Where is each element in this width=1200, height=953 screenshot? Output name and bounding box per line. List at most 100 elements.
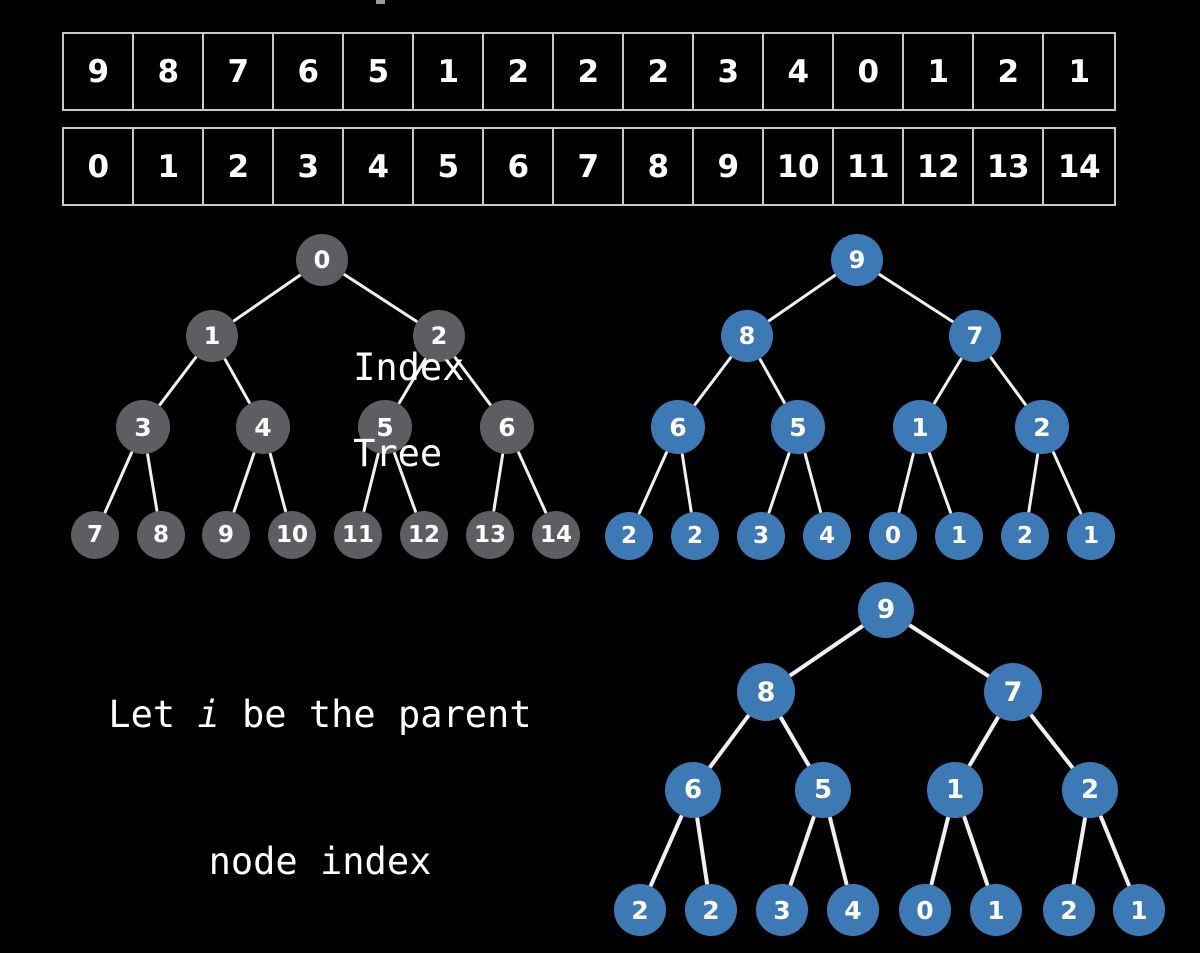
value-tree-bottom-node: 0 bbox=[899, 884, 951, 936]
value-tree-top-node: 7 bbox=[949, 310, 1001, 362]
value-tree-bottom-node: 8 bbox=[737, 663, 795, 721]
value-tree-bottom-node: 3 bbox=[756, 884, 808, 936]
value-tree-bottom-edge bbox=[1029, 713, 1075, 770]
value-tree-bottom-edge bbox=[908, 623, 990, 678]
index-array-cell: 4 bbox=[344, 129, 414, 204]
index-tree-node: 1 bbox=[186, 310, 238, 362]
index-tree-edge bbox=[362, 452, 380, 513]
value-tree-top-edge bbox=[927, 451, 953, 514]
value-tree-top-node: 6 bbox=[651, 400, 705, 454]
index-array-cell: 12 bbox=[904, 129, 974, 204]
index-tree-node: 0 bbox=[296, 234, 348, 286]
index-tree-node: 11 bbox=[334, 511, 382, 559]
value-tree-bottom-node: 2 bbox=[685, 884, 737, 936]
value-array-cell: 1 bbox=[1068, 53, 1090, 90]
value-array-cell: 6 bbox=[274, 34, 344, 109]
value-tree-top-edge bbox=[989, 356, 1027, 406]
value-tree-top-edge bbox=[767, 273, 837, 323]
value-tree-top-node: 0 bbox=[869, 512, 917, 560]
value-tree-top-node: 2 bbox=[1015, 400, 1069, 454]
index-tree-edge bbox=[232, 273, 302, 323]
index-array-cell: 3 bbox=[274, 129, 344, 204]
value-tree-top-edge bbox=[693, 356, 733, 407]
value-tree-bottom-node: 7 bbox=[984, 663, 1042, 721]
value-tree-top-edge bbox=[932, 357, 963, 405]
index-array-cell: 5 bbox=[414, 129, 484, 204]
index-array-cell: 1 bbox=[134, 129, 204, 204]
value-tree-top-node: 3 bbox=[737, 512, 785, 560]
value-tree-top-edge bbox=[637, 451, 669, 515]
value-array-cell: 7 bbox=[204, 34, 274, 109]
index-tree-edge bbox=[393, 451, 418, 513]
index-array-cell: 9 bbox=[694, 129, 764, 204]
value-tree-top-edge bbox=[1027, 453, 1040, 513]
index-tree-edge bbox=[232, 451, 256, 513]
value-tree-top-node: 1 bbox=[1067, 512, 1115, 560]
value-tree-bottom-edge bbox=[828, 816, 849, 886]
value-array-cell: 4 bbox=[764, 34, 834, 109]
value-tree-top-edge bbox=[897, 452, 915, 514]
index-tree-node: 13 bbox=[466, 511, 514, 559]
index-array-cell: 13 bbox=[974, 129, 1044, 204]
value-tree-bottom-edge bbox=[1071, 816, 1088, 886]
explainer-text-block: Let i be the parent node index Left chil… bbox=[0, 592, 640, 953]
value-tree-bottom-node: 6 bbox=[665, 762, 721, 818]
index-array-cell: 10 bbox=[764, 129, 834, 204]
value-array-cell: 0 bbox=[834, 34, 904, 109]
value-tree-bottom-edge bbox=[695, 816, 709, 886]
value-tree-top-node: 8 bbox=[721, 310, 773, 362]
index-tree-edge bbox=[268, 452, 288, 513]
value-tree-bottom-node: 1 bbox=[970, 884, 1022, 936]
value-tree-top-node: 2 bbox=[605, 512, 653, 560]
value-tree-bottom-edge bbox=[788, 815, 816, 887]
index-tree-label-line2: Tree bbox=[353, 432, 443, 475]
value-tree-top-node: 2 bbox=[671, 512, 719, 560]
cropped-top-artifact bbox=[376, 0, 385, 4]
index-array-cell: 11 bbox=[834, 129, 904, 204]
index-tree-edge bbox=[223, 358, 251, 405]
index-tree-node: 9 bbox=[202, 511, 250, 559]
index-tree-edge bbox=[453, 356, 492, 407]
value-tree-bottom-edge bbox=[708, 714, 751, 769]
value-array-cell: 2 bbox=[554, 34, 624, 109]
index-tree-edges bbox=[103, 273, 548, 514]
value-tree-bottom-node: 1 bbox=[927, 762, 983, 818]
value-tree-top-edge bbox=[1051, 451, 1083, 515]
value-array-cell: 1 bbox=[904, 34, 974, 109]
value-tree-top-edge bbox=[878, 273, 954, 323]
value-tree-bottom-node: 9 bbox=[858, 582, 914, 638]
value-tree-top-node: 2 bbox=[1001, 512, 1049, 560]
value-tree-top-edges bbox=[637, 273, 1083, 515]
value-tree-bottom-node: 2 bbox=[614, 884, 666, 936]
value-array-cell: 5 bbox=[344, 34, 414, 109]
value-tree-bottom-node: 1 bbox=[1113, 884, 1165, 936]
value-array-cell: 9 bbox=[64, 34, 134, 109]
value-tree-bottom-edge bbox=[962, 815, 990, 887]
value-tree-bottom-node: 5 bbox=[795, 762, 851, 818]
index-array-cell: 14 bbox=[1057, 148, 1101, 185]
index-tree-node: 2 bbox=[413, 310, 465, 362]
explainer-line-1: Let i be the parent bbox=[0, 690, 640, 739]
value-tree-bottom-edge bbox=[1098, 814, 1131, 888]
index-tree-edge bbox=[397, 357, 427, 405]
index-tree-edge bbox=[343, 273, 418, 323]
index-tree-edge bbox=[517, 450, 548, 514]
value-tree-top-edge bbox=[758, 358, 786, 405]
value-tree-bottom-edge bbox=[967, 715, 1000, 768]
index-array-cell: 6 bbox=[484, 129, 554, 204]
explainer-line-2: node index bbox=[208, 840, 432, 883]
index-tree-label-line1: Index bbox=[353, 346, 465, 389]
index-tree-node: 10 bbox=[268, 511, 316, 559]
index-array-cell: 7 bbox=[554, 129, 624, 204]
value-tree-top-edge bbox=[680, 453, 693, 513]
index-tree-edge bbox=[492, 453, 505, 512]
index-array-cell: 0 bbox=[64, 129, 134, 204]
index-tree-node: 3 bbox=[116, 400, 170, 454]
index-tree-node: 4 bbox=[236, 400, 290, 454]
index-tree-node: 7 bbox=[71, 511, 119, 559]
explainer-variable-i: i bbox=[197, 693, 220, 736]
